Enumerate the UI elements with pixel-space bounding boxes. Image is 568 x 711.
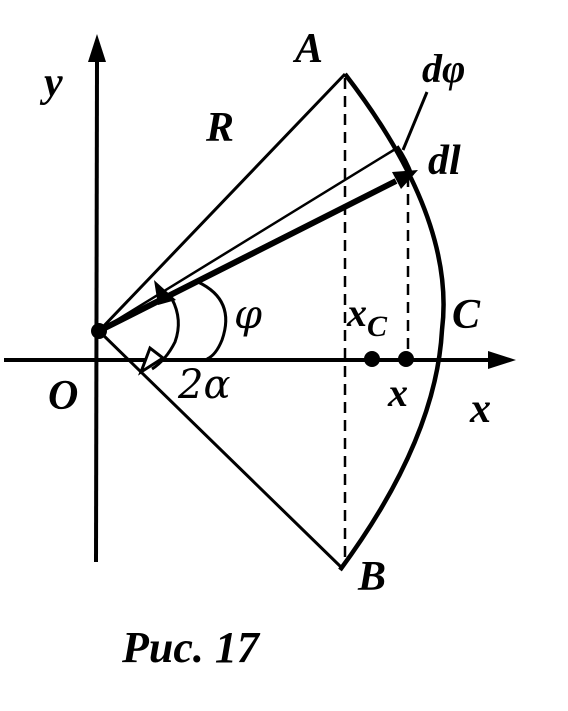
radius-oa xyxy=(97,72,347,333)
two-alpha-arrowhead-bottom xyxy=(138,345,166,376)
phi-label: φ xyxy=(234,292,262,338)
dl-label: dl xyxy=(428,138,461,184)
point-b-label: B xyxy=(357,554,386,600)
dphi-label: dφ xyxy=(422,46,465,91)
dphi-leader xyxy=(401,91,429,151)
y-axis-arrowhead xyxy=(88,34,106,62)
figure-caption: Рис. 17 xyxy=(122,623,259,672)
radius-to-dl xyxy=(98,146,398,333)
xc-label: xC xyxy=(346,290,388,343)
point-c-label: C xyxy=(452,292,481,338)
point-a-label: A xyxy=(292,26,323,72)
origin-label: O xyxy=(48,373,78,419)
x-axis-label: x xyxy=(469,386,491,432)
dl-element xyxy=(393,145,414,178)
two-alpha-angle xyxy=(138,280,180,376)
x-axis-arrowhead xyxy=(488,351,516,369)
two-alpha-label: 2α xyxy=(177,362,230,408)
phi-angle-arc xyxy=(197,280,228,361)
two-alpha-arrowhead-top xyxy=(154,280,176,305)
radius-ob xyxy=(97,329,344,570)
y-axis xyxy=(88,34,106,563)
radius-label: R xyxy=(205,105,234,151)
x-point xyxy=(398,351,414,367)
xc-label-main: x xyxy=(346,290,367,335)
y-axis-label: y xyxy=(39,60,63,106)
xc-point xyxy=(364,351,380,367)
origin-point xyxy=(91,323,107,339)
xc-label-subscript: C xyxy=(367,310,388,343)
x-point-label: x xyxy=(387,370,408,415)
